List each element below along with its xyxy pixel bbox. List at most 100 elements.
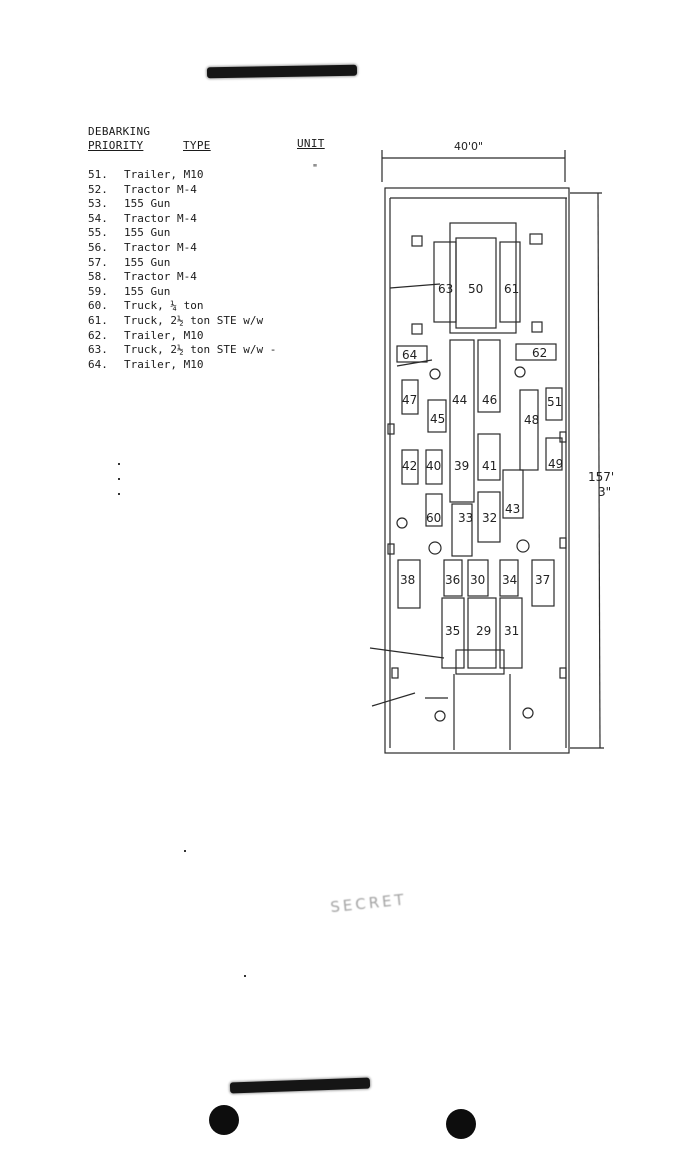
vehicle-32 xyxy=(477,491,501,543)
width-label: 40'0" xyxy=(454,140,483,153)
vehicle-number: 38 xyxy=(400,573,415,587)
entry-type: Tractor M-4 xyxy=(124,211,197,225)
vehicle-number: 34 xyxy=(502,573,517,587)
vehicle-42 xyxy=(401,449,419,485)
vehicle-37 xyxy=(531,559,555,607)
marker xyxy=(411,235,423,247)
entry-number: 63. xyxy=(88,343,108,357)
vehicle-number: 45 xyxy=(430,412,445,426)
vehicle-43 xyxy=(502,469,524,519)
entry-type: 155 Gun xyxy=(124,226,171,240)
marker xyxy=(391,667,399,679)
entry-number: 60. xyxy=(88,299,108,313)
deck-outline xyxy=(384,187,570,754)
vehicle-64 xyxy=(396,345,428,363)
list-item: 63. Truck, 2½ ton STE w/w - xyxy=(88,343,276,358)
entry-number: 59. xyxy=(88,284,108,298)
header-unit: UNIT xyxy=(297,137,325,150)
binder-hole-right xyxy=(446,1109,476,1139)
header-priority: PRIORITY xyxy=(88,139,144,152)
list-item: 55.155 Gun xyxy=(88,226,276,241)
entry-number: 54. xyxy=(88,211,108,225)
vehicle-number: 64 xyxy=(402,348,417,362)
arrow-line xyxy=(389,283,441,289)
binder-hole-left xyxy=(209,1105,239,1135)
entry-type: Truck, 2½ ton STE w/w - xyxy=(124,343,277,357)
speck xyxy=(118,493,120,495)
entry-number: 51. xyxy=(88,168,108,181)
marker xyxy=(387,423,395,435)
marker xyxy=(531,321,543,333)
tie-down-circle xyxy=(522,707,534,719)
vehicle-60 xyxy=(425,493,443,527)
vehicle-number: 35 xyxy=(445,624,460,638)
entry-type: Truck, ¼ ton xyxy=(124,299,204,313)
marker xyxy=(387,543,395,555)
entry-number: 64. xyxy=(88,357,108,371)
vehicle-41 xyxy=(477,433,501,481)
entry-type: Trailer, M10 xyxy=(124,168,204,181)
marker xyxy=(559,431,567,443)
vehicle-36 xyxy=(443,559,463,597)
vehicle-49 xyxy=(545,437,563,471)
vehicle-number: 29 xyxy=(476,624,491,638)
speck xyxy=(184,850,186,852)
vehicle-number: 30 xyxy=(470,573,485,587)
entry-type: Trailer, M10 xyxy=(124,328,204,342)
entry-number: 62. xyxy=(88,328,108,342)
entry-type: Tractor M-4 xyxy=(124,182,197,196)
speck xyxy=(118,463,120,465)
list-item: 51. Trailer, M10 xyxy=(88,168,276,183)
list-item: 52. Tractor M-4 xyxy=(88,183,276,198)
tie-down-circle xyxy=(434,710,446,722)
arrow-line xyxy=(371,692,416,707)
vehicle-number: 46 xyxy=(482,393,497,407)
vehicle-number: 43 xyxy=(505,502,520,516)
arrow-line xyxy=(369,647,445,659)
arrow-line xyxy=(396,359,433,367)
vehicle-number: 60 xyxy=(426,511,441,525)
vehicle-46 xyxy=(477,339,501,413)
header-debarking: DEBARKING xyxy=(88,125,151,138)
length-dimension-line xyxy=(597,192,601,749)
vehicle-bay-top xyxy=(449,222,517,334)
redaction-bar-top xyxy=(206,64,358,79)
vehicle-31 xyxy=(451,503,473,557)
list-item: 58.Tractor M-4 xyxy=(88,270,276,285)
unit-ditto-mark: " xyxy=(312,163,319,174)
vehicle-number: 39 xyxy=(454,459,469,473)
vehicle-number: 48 xyxy=(524,413,539,427)
vehicle-34 xyxy=(499,559,519,597)
vehicle-45 xyxy=(427,399,447,433)
tie-down-circle xyxy=(428,541,442,555)
tie-down-circle xyxy=(516,539,530,553)
marker xyxy=(559,537,567,549)
entry-number: 52. xyxy=(88,182,108,196)
length-label-ft: 157' xyxy=(588,470,614,484)
vehicle-number: 51 xyxy=(547,395,562,409)
entry-type: 155 Gun xyxy=(124,255,171,269)
faded-stamp: SECRET xyxy=(329,890,408,917)
vehicle-number: 36 xyxy=(445,573,460,587)
vehicle-number: 32 xyxy=(482,511,497,525)
marker xyxy=(411,323,423,335)
vehicle-63 xyxy=(433,241,457,323)
vehicle-30 xyxy=(467,559,489,597)
vehicle-number: 61 xyxy=(504,282,519,296)
list-item: 53.155 Gun xyxy=(88,197,276,212)
entry-type: Trailer, M10 xyxy=(124,357,204,371)
marker xyxy=(559,667,567,679)
vehicle-number: 42 xyxy=(402,459,417,473)
list-item: 56. Tractor M-4 xyxy=(88,241,276,256)
vehicle-number: 62 xyxy=(532,346,547,360)
entry-type: Tractor M-4 xyxy=(124,240,197,254)
list-item: 59.155 Gun xyxy=(88,285,276,300)
length-label-in: 3" xyxy=(598,485,611,499)
entry-number: 56. xyxy=(88,240,108,254)
header-type: TYPE xyxy=(183,139,211,152)
vehicle-61 xyxy=(499,241,521,323)
debarking-list: 51. Trailer, M10 52. Tractor M-4 53.155 Gu… xyxy=(88,168,276,372)
list-item: 54. Tractor M-4 xyxy=(88,212,276,227)
vehicle-31-trailer xyxy=(455,649,505,675)
